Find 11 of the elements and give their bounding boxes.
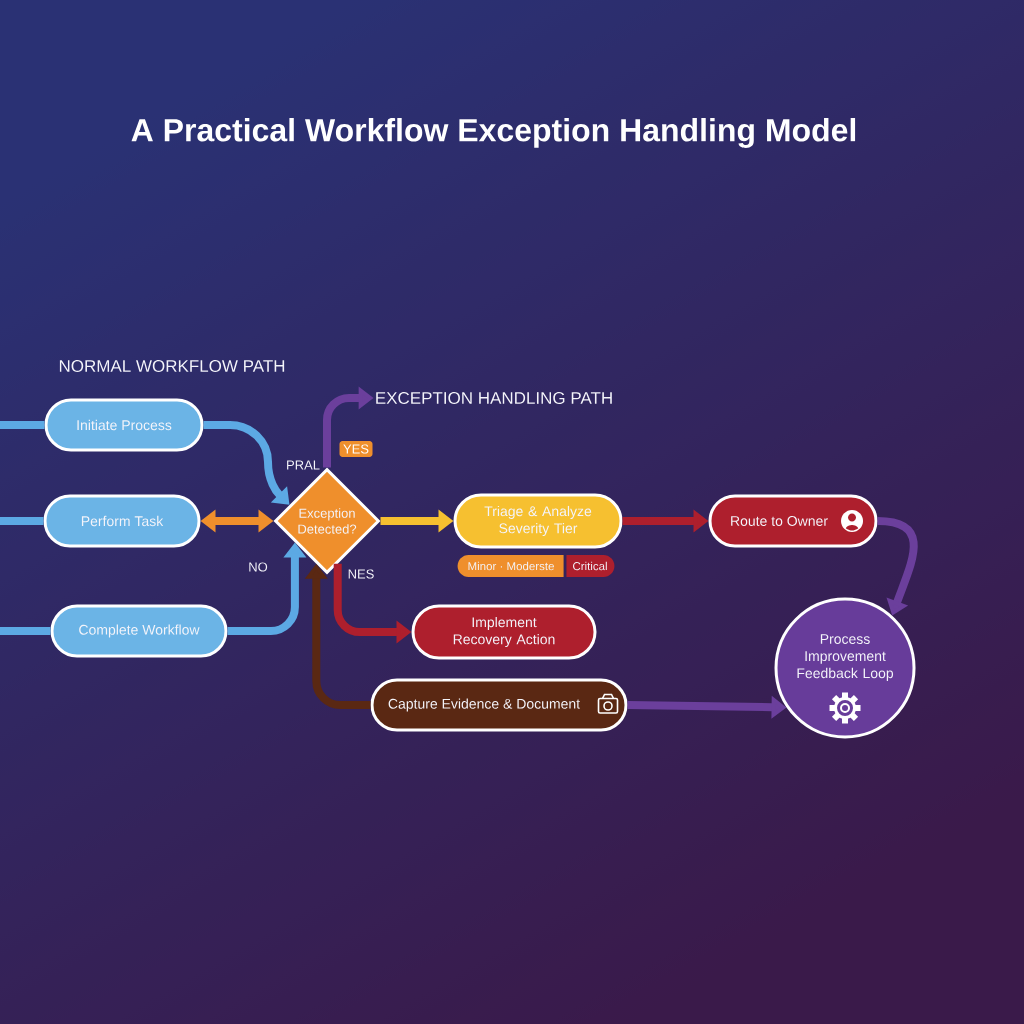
process-box: Capture Evidence & Document bbox=[370, 678, 628, 732]
branch-label: PRAL bbox=[287, 460, 320, 470]
section-heading: EXCEPTION HANDLING PATH bbox=[376, 391, 612, 404]
process-box: Complete Workflow bbox=[50, 604, 228, 658]
process-box: Initiate Process bbox=[44, 398, 204, 452]
process-box: Perform Task bbox=[43, 494, 201, 548]
title: A Practical Workflow Exception Handling Model bbox=[131, 118, 856, 148]
process-box: Implement Recovery Action bbox=[411, 604, 597, 660]
section-heading: NORMAL WORKFLOW PATH bbox=[59, 359, 285, 372]
process-box: Route to Owner bbox=[708, 494, 878, 548]
process-box: Triage & Analyze Severity Tier bbox=[453, 493, 623, 549]
